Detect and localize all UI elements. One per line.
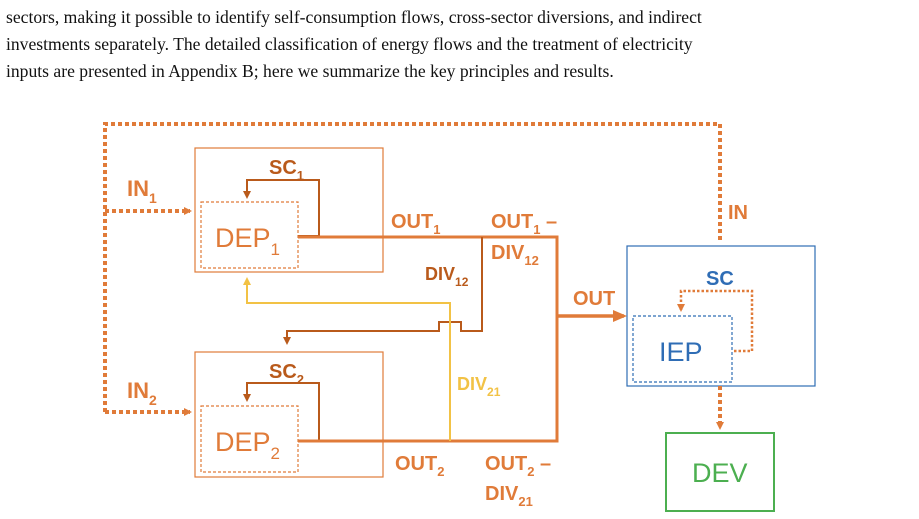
out2-minus-div21-label: OUT2 – xyxy=(485,453,551,479)
out2-flow-line xyxy=(298,316,559,443)
dep1-label: DEP1 xyxy=(215,223,280,259)
out1-minus-div12-label: OUT1 – xyxy=(491,211,557,237)
dev-label: DEV xyxy=(692,458,748,488)
out1-label: OUT1 xyxy=(391,211,440,237)
indirect-investment-loop xyxy=(103,122,722,412)
div21-flow-line xyxy=(243,277,451,441)
dep2-label: DEP2 xyxy=(215,427,280,463)
div12-label: DIV12 xyxy=(425,264,469,289)
out1-minus-div12-label-line2: DIV12 xyxy=(491,242,539,268)
dep2-outer-box xyxy=(194,351,384,478)
paragraph-line-1: sectors, making it possible to identify … xyxy=(6,7,702,27)
paragraph-line-3: inputs are presented in Appendix B; here… xyxy=(6,61,614,81)
sc1-label: SC1 xyxy=(269,157,304,183)
iep-label: IEP xyxy=(659,337,703,367)
in2-label: IN2 xyxy=(127,378,157,408)
sc-label: SC xyxy=(706,268,734,290)
out2-minus-div21-label-line2: DIV21 xyxy=(485,483,533,509)
out2-label: OUT2 xyxy=(395,453,444,479)
paragraph-line-2: investments separately. The detailed cla… xyxy=(6,34,693,54)
out1-flow-line xyxy=(298,235,559,316)
dev-box xyxy=(665,432,775,512)
div12-flow-line xyxy=(283,237,483,345)
in-label: IN xyxy=(728,202,748,224)
sc-loop xyxy=(677,289,754,353)
body-paragraph: sectors, making it possible to identify … xyxy=(6,4,914,85)
dep1-outer-box xyxy=(194,147,384,273)
iep-inner-box xyxy=(632,315,733,383)
out-label: OUT xyxy=(573,288,615,310)
sc2-label: SC2 xyxy=(269,361,304,387)
dep2-inner-box xyxy=(200,405,299,473)
div21-label: DIV21 xyxy=(457,374,501,399)
in1-label: IN1 xyxy=(127,176,157,206)
